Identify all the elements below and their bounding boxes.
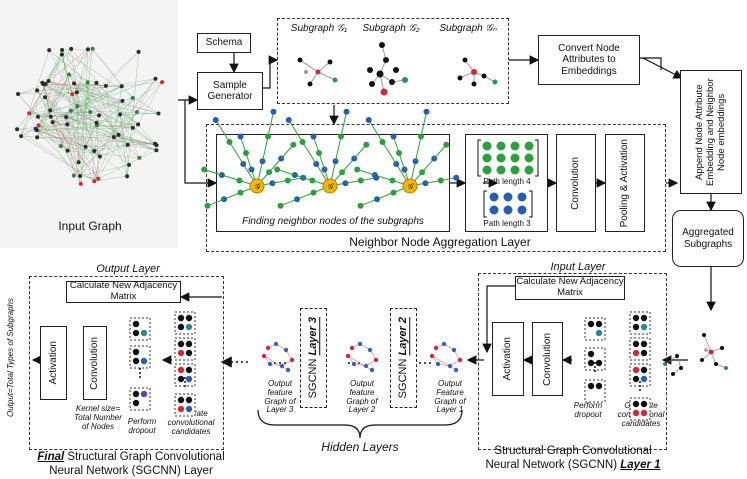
candidate-cards bbox=[0, 0, 747, 478]
